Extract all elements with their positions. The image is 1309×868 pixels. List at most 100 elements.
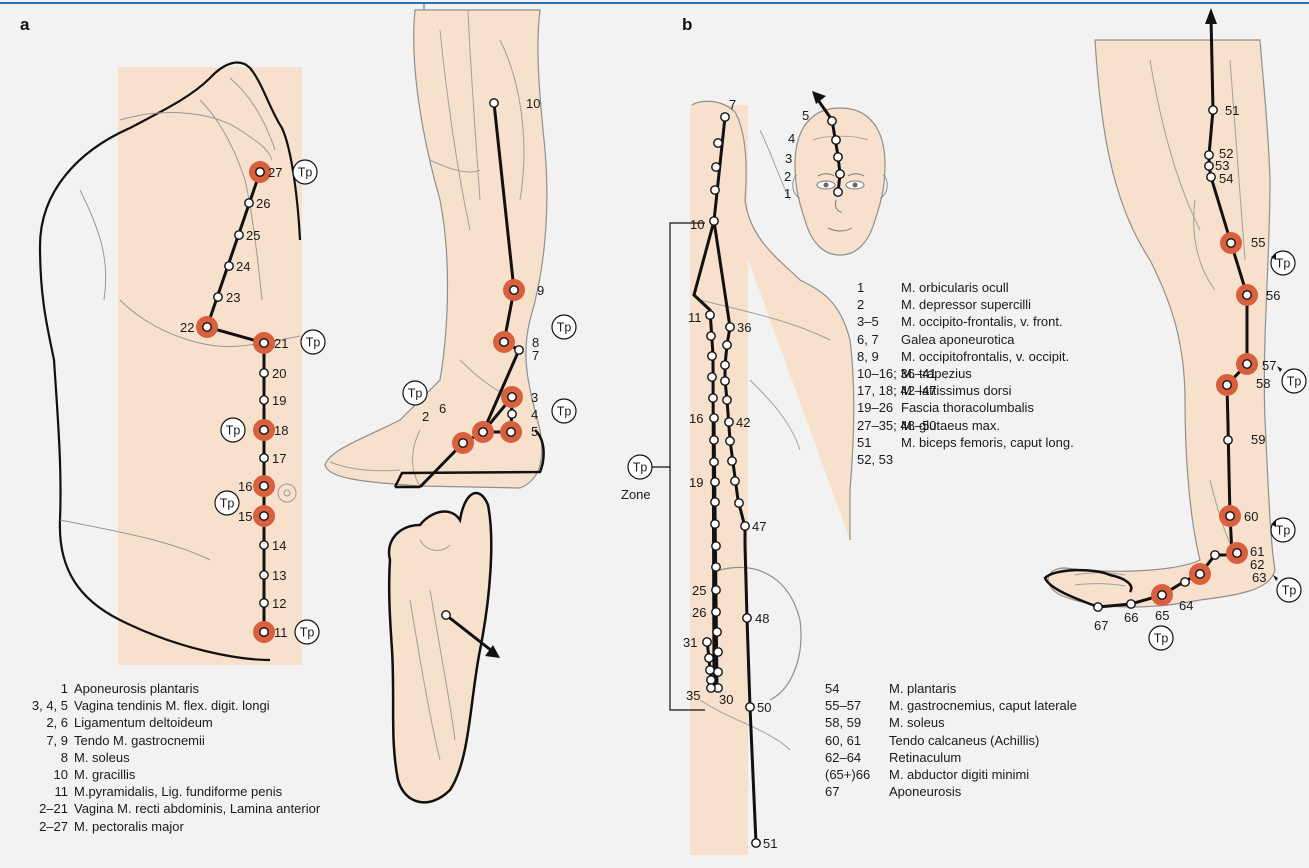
point-17 bbox=[260, 454, 268, 462]
tp-badge-27: Tp bbox=[293, 160, 317, 184]
back-label-30: 30 bbox=[719, 692, 733, 707]
svg-text:Tp: Tp bbox=[1276, 257, 1291, 271]
back-point bbox=[721, 377, 729, 385]
legend-text: M. gastrocnemius, caput laterale bbox=[889, 697, 1077, 714]
back-label-26: 26 bbox=[692, 605, 706, 620]
back-point bbox=[711, 520, 719, 528]
back-point bbox=[709, 394, 717, 402]
back-point bbox=[714, 139, 722, 147]
leg-point-7 bbox=[515, 346, 523, 354]
point-25 bbox=[235, 231, 243, 239]
legend-text: M. occipito-frontalis, v. front. bbox=[901, 313, 1063, 330]
back-label-35: 35 bbox=[686, 688, 700, 703]
back-point bbox=[707, 676, 715, 684]
face-label-3: 3 bbox=[785, 151, 792, 166]
back-point bbox=[712, 542, 720, 550]
label-14: 14 bbox=[272, 538, 286, 553]
legb-tp-ring-57 bbox=[1236, 353, 1258, 375]
legb-point-66 bbox=[1127, 600, 1135, 608]
legb-point-62 bbox=[1211, 551, 1219, 559]
back-point-35 bbox=[707, 684, 715, 692]
back-point bbox=[728, 457, 736, 465]
back-label-19: 19 bbox=[689, 475, 703, 490]
back-label-50: 50 bbox=[757, 700, 771, 715]
back-point bbox=[710, 458, 718, 466]
legb-point-59 bbox=[1224, 436, 1232, 444]
legend-row: 55–57M. gastrocnemius, caput laterale bbox=[825, 697, 1077, 714]
foot-sole-illustration bbox=[389, 493, 491, 802]
leg-tp-ring-2 bbox=[452, 432, 474, 454]
legb-label-63: 63 bbox=[1252, 570, 1266, 585]
legend-number: 55–57 bbox=[825, 697, 889, 714]
tp-badge-15: Tp bbox=[215, 491, 239, 515]
leg-label-4: 4 bbox=[531, 407, 538, 422]
legend-number: 6, 7 bbox=[857, 331, 901, 348]
legb-label-57: 57 bbox=[1262, 358, 1276, 373]
tp-ring-11 bbox=[253, 621, 275, 643]
legend-number: 2–21 bbox=[0, 800, 74, 817]
legend-number: 8, 9 bbox=[857, 348, 901, 365]
leg-tp-ring-5 bbox=[500, 421, 522, 443]
legb-label-59: 59 bbox=[1251, 432, 1265, 447]
back-label-11: 11 bbox=[688, 310, 702, 325]
label-21: 21 bbox=[274, 336, 288, 351]
legend-text: Tendo calcaneus (Achillis) bbox=[889, 732, 1039, 749]
legb-tp-badge-65: Tp bbox=[1149, 626, 1173, 650]
svg-text:Tp: Tp bbox=[1282, 584, 1297, 598]
svg-text:Tp: Tp bbox=[1276, 524, 1291, 538]
tp-badge-18: Tp bbox=[221, 418, 245, 442]
foot-point bbox=[442, 611, 450, 619]
legend-number: 3, 4, 5 bbox=[0, 697, 74, 714]
back-point-7 bbox=[721, 113, 729, 121]
legend-row: 2–21Vagina M. recti abdominis, Lamina an… bbox=[0, 800, 320, 817]
legend-number: 60, 61 bbox=[825, 732, 889, 749]
legend-text: M. depressor supercilli bbox=[901, 296, 1031, 313]
leg-tp-ring-6 bbox=[472, 421, 494, 443]
legb-tp-ring-63 bbox=[1189, 563, 1211, 585]
legb-point-52 bbox=[1205, 151, 1213, 159]
leg-label-2: 2 bbox=[422, 409, 429, 424]
back-point-51 bbox=[752, 839, 760, 847]
back-point-11 bbox=[706, 311, 714, 319]
legend-row: 8, 9M. occipitofrontalis, v. occipit. bbox=[857, 348, 1074, 365]
label-15: 15 bbox=[238, 509, 252, 524]
face-point-4 bbox=[832, 136, 840, 144]
label-20: 20 bbox=[272, 366, 286, 381]
back-point bbox=[708, 373, 716, 381]
svg-text:Tp: Tp bbox=[557, 321, 572, 335]
legend-number: 8 bbox=[0, 749, 74, 766]
leg-tp-ring-3 bbox=[501, 386, 523, 408]
legend-number: 58, 59 bbox=[825, 714, 889, 731]
svg-text:Tp: Tp bbox=[557, 405, 572, 419]
leg-point-10 bbox=[490, 99, 498, 107]
back-label-10: 10 bbox=[690, 217, 704, 232]
leg-tp-ring-8 bbox=[493, 331, 515, 353]
legend-row: 17, 18; 42–47M. lattissimus dorsi bbox=[857, 382, 1074, 399]
point-23 bbox=[214, 293, 222, 301]
leg-tp-badge-4: Tp bbox=[552, 399, 576, 423]
svg-text:Tp: Tp bbox=[408, 387, 423, 401]
legb-label-66: 66 bbox=[1124, 610, 1138, 625]
point-14 bbox=[260, 541, 268, 549]
svg-text:Tp: Tp bbox=[298, 166, 313, 180]
legb-point-54 bbox=[1207, 173, 1215, 181]
label-23: 23 bbox=[226, 290, 240, 305]
back-point bbox=[705, 654, 713, 662]
legend-text: M.pyramidalis, Lig. fundiforme penis bbox=[74, 783, 282, 800]
back-point-19 bbox=[711, 478, 719, 486]
tp-badge-21: Tp bbox=[301, 330, 325, 354]
point-13 bbox=[260, 571, 268, 579]
back-point bbox=[714, 668, 722, 676]
leg-label-6: 6 bbox=[439, 401, 446, 416]
label-27: 27 bbox=[268, 165, 282, 180]
legb-label-54: 54 bbox=[1219, 171, 1233, 186]
legb-label-56: 56 bbox=[1266, 288, 1280, 303]
legend-row: 3–5M. occipito-frontalis, v. front. bbox=[857, 313, 1074, 330]
legend-row: 6, 7Galea aponeurotica bbox=[857, 331, 1074, 348]
